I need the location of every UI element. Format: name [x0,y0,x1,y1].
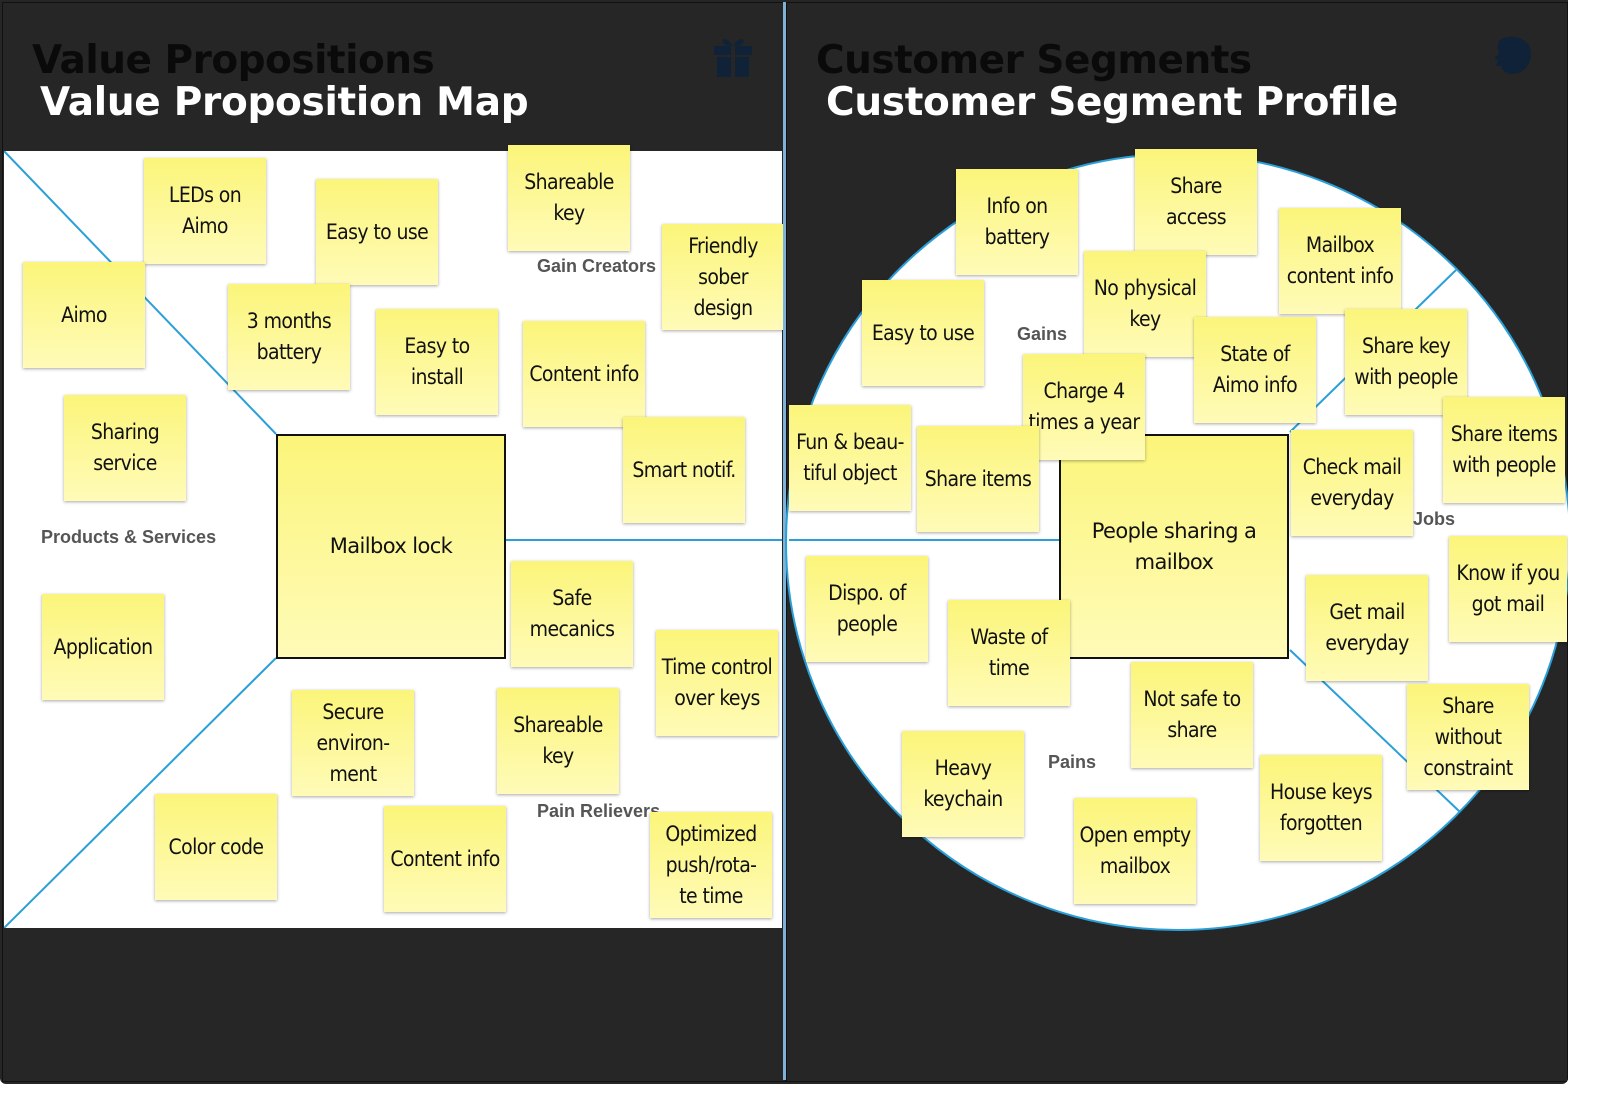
sticky-note[interactable]: Content info [384,806,506,912]
sticky-note[interactable]: Check mail everyday [1291,430,1413,536]
value-proposition-map-title: Value Proposition Map [40,80,529,125]
sticky-note[interactable]: LEDs on Aimo [144,158,266,264]
sticky-note[interactable]: Sharing service [64,395,186,501]
sticky-note[interactable]: Waste of time [948,600,1070,706]
sticky-note[interactable]: Know if you got mail [1449,536,1567,642]
products-services-label: Products & Services [41,527,217,547]
sticky-note[interactable]: House keys forgotten [1260,755,1382,861]
sticky-note[interactable]: Time control over keys [656,630,778,736]
canvas: Value Propositions Value Proposition Map… [0,0,1568,1084]
sticky-note[interactable]: Application [42,594,164,700]
sticky-note[interactable]: Color code [155,794,277,900]
sticky-note[interactable]: Shareable key [508,145,630,251]
value-propositions-heading: Value Propositions [32,38,435,83]
sticky-note[interactable]: Share access [1135,149,1257,255]
sticky-note[interactable]: Dispo. of people [806,556,928,662]
sticky-note[interactable]: Charge 4 times a year [1023,354,1145,460]
panel-divider [783,2,787,1080]
gain-creators-label: Gain Creators [537,256,657,276]
pain-relievers-label: Pain Relievers [537,801,661,821]
gift-icon [713,34,753,82]
sticky-note[interactable]: Easy to use [862,280,984,386]
sticky-note[interactable]: 3 months battery [228,284,350,390]
sticky-note[interactable]: Shareable key [497,688,619,794]
sticky-note[interactable]: Fun & beau- tiful object [789,405,911,511]
sticky-note[interactable]: Share items [917,426,1039,532]
sticky-note[interactable]: Optimized push/rota- te time [650,812,772,918]
sticky-note[interactable]: Friendly sober design [662,224,784,330]
sticky-note[interactable]: Share without constraint [1407,684,1529,790]
sticky-note[interactable]: Smart notif. [623,417,745,523]
sticky-note[interactable]: Easy to use [316,179,438,285]
mailbox-lock-box[interactable]: Mailbox lock [276,434,506,659]
sticky-note[interactable]: Aimo [23,262,145,368]
gains-label: Gains [1017,324,1068,344]
sticky-note[interactable]: Share items with people [1443,397,1565,503]
sticky-note[interactable]: Heavy keychain [902,731,1024,837]
sticky-note[interactable]: No physical key [1084,251,1206,357]
sticky-note[interactable]: Content info [523,321,645,427]
sticky-note[interactable]: Not safe to share [1131,662,1253,768]
customer-segments-heading: Customer Segments [816,38,1252,83]
sticky-note[interactable]: Get mail everyday [1306,575,1428,681]
sticky-note[interactable]: Info on battery [956,169,1078,275]
sticky-note[interactable]: Easy to install [376,309,498,415]
sticky-note[interactable]: Safe mecanics [511,561,633,667]
sticky-note[interactable]: Secure environ- ment [292,690,414,796]
jobs-label: Jobs [1413,509,1456,529]
customer-segment-profile-title: Customer Segment Profile [826,80,1399,125]
pains-label: Pains [1048,752,1097,772]
people-sharing-box[interactable]: People sharing a mailbox [1059,434,1289,659]
sticky-note[interactable]: Open empty mailbox [1074,798,1196,904]
sticky-note[interactable]: Mailbox content info [1279,208,1401,314]
face-icon [1492,36,1534,80]
sticky-note[interactable]: State of Aimo info [1194,317,1316,423]
sticky-note[interactable]: Share key with people [1345,309,1467,415]
